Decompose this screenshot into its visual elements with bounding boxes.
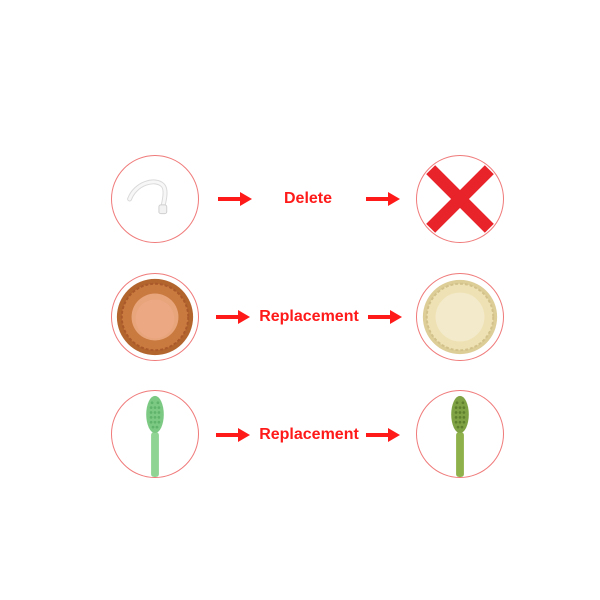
row-1-action-label: Delete (283, 190, 333, 207)
right-arrow-icon (218, 192, 252, 206)
replacement-brush-circle (416, 390, 504, 478)
original-hook-circle (111, 155, 199, 243)
right-arrow-icon (366, 428, 400, 442)
row-3-action-label: Replacement (259, 426, 359, 443)
dark-green-brush-icon (451, 395, 469, 477)
right-arrow-icon (366, 192, 400, 206)
brown-cup-icon (116, 278, 194, 356)
replacement-cup-circle (416, 273, 504, 361)
original-brush-circle (111, 390, 199, 478)
light-green-brush-icon (146, 395, 164, 477)
beige-cup-icon (422, 279, 498, 355)
red-x-icon (426, 165, 494, 233)
row-2-action-label: Replacement (259, 308, 359, 325)
deleted-result-circle (416, 155, 504, 243)
right-arrow-icon (216, 310, 250, 324)
original-cup-circle (111, 273, 199, 361)
right-arrow-icon (368, 310, 402, 324)
right-arrow-icon (216, 428, 250, 442)
white-hook-icon (127, 179, 168, 215)
